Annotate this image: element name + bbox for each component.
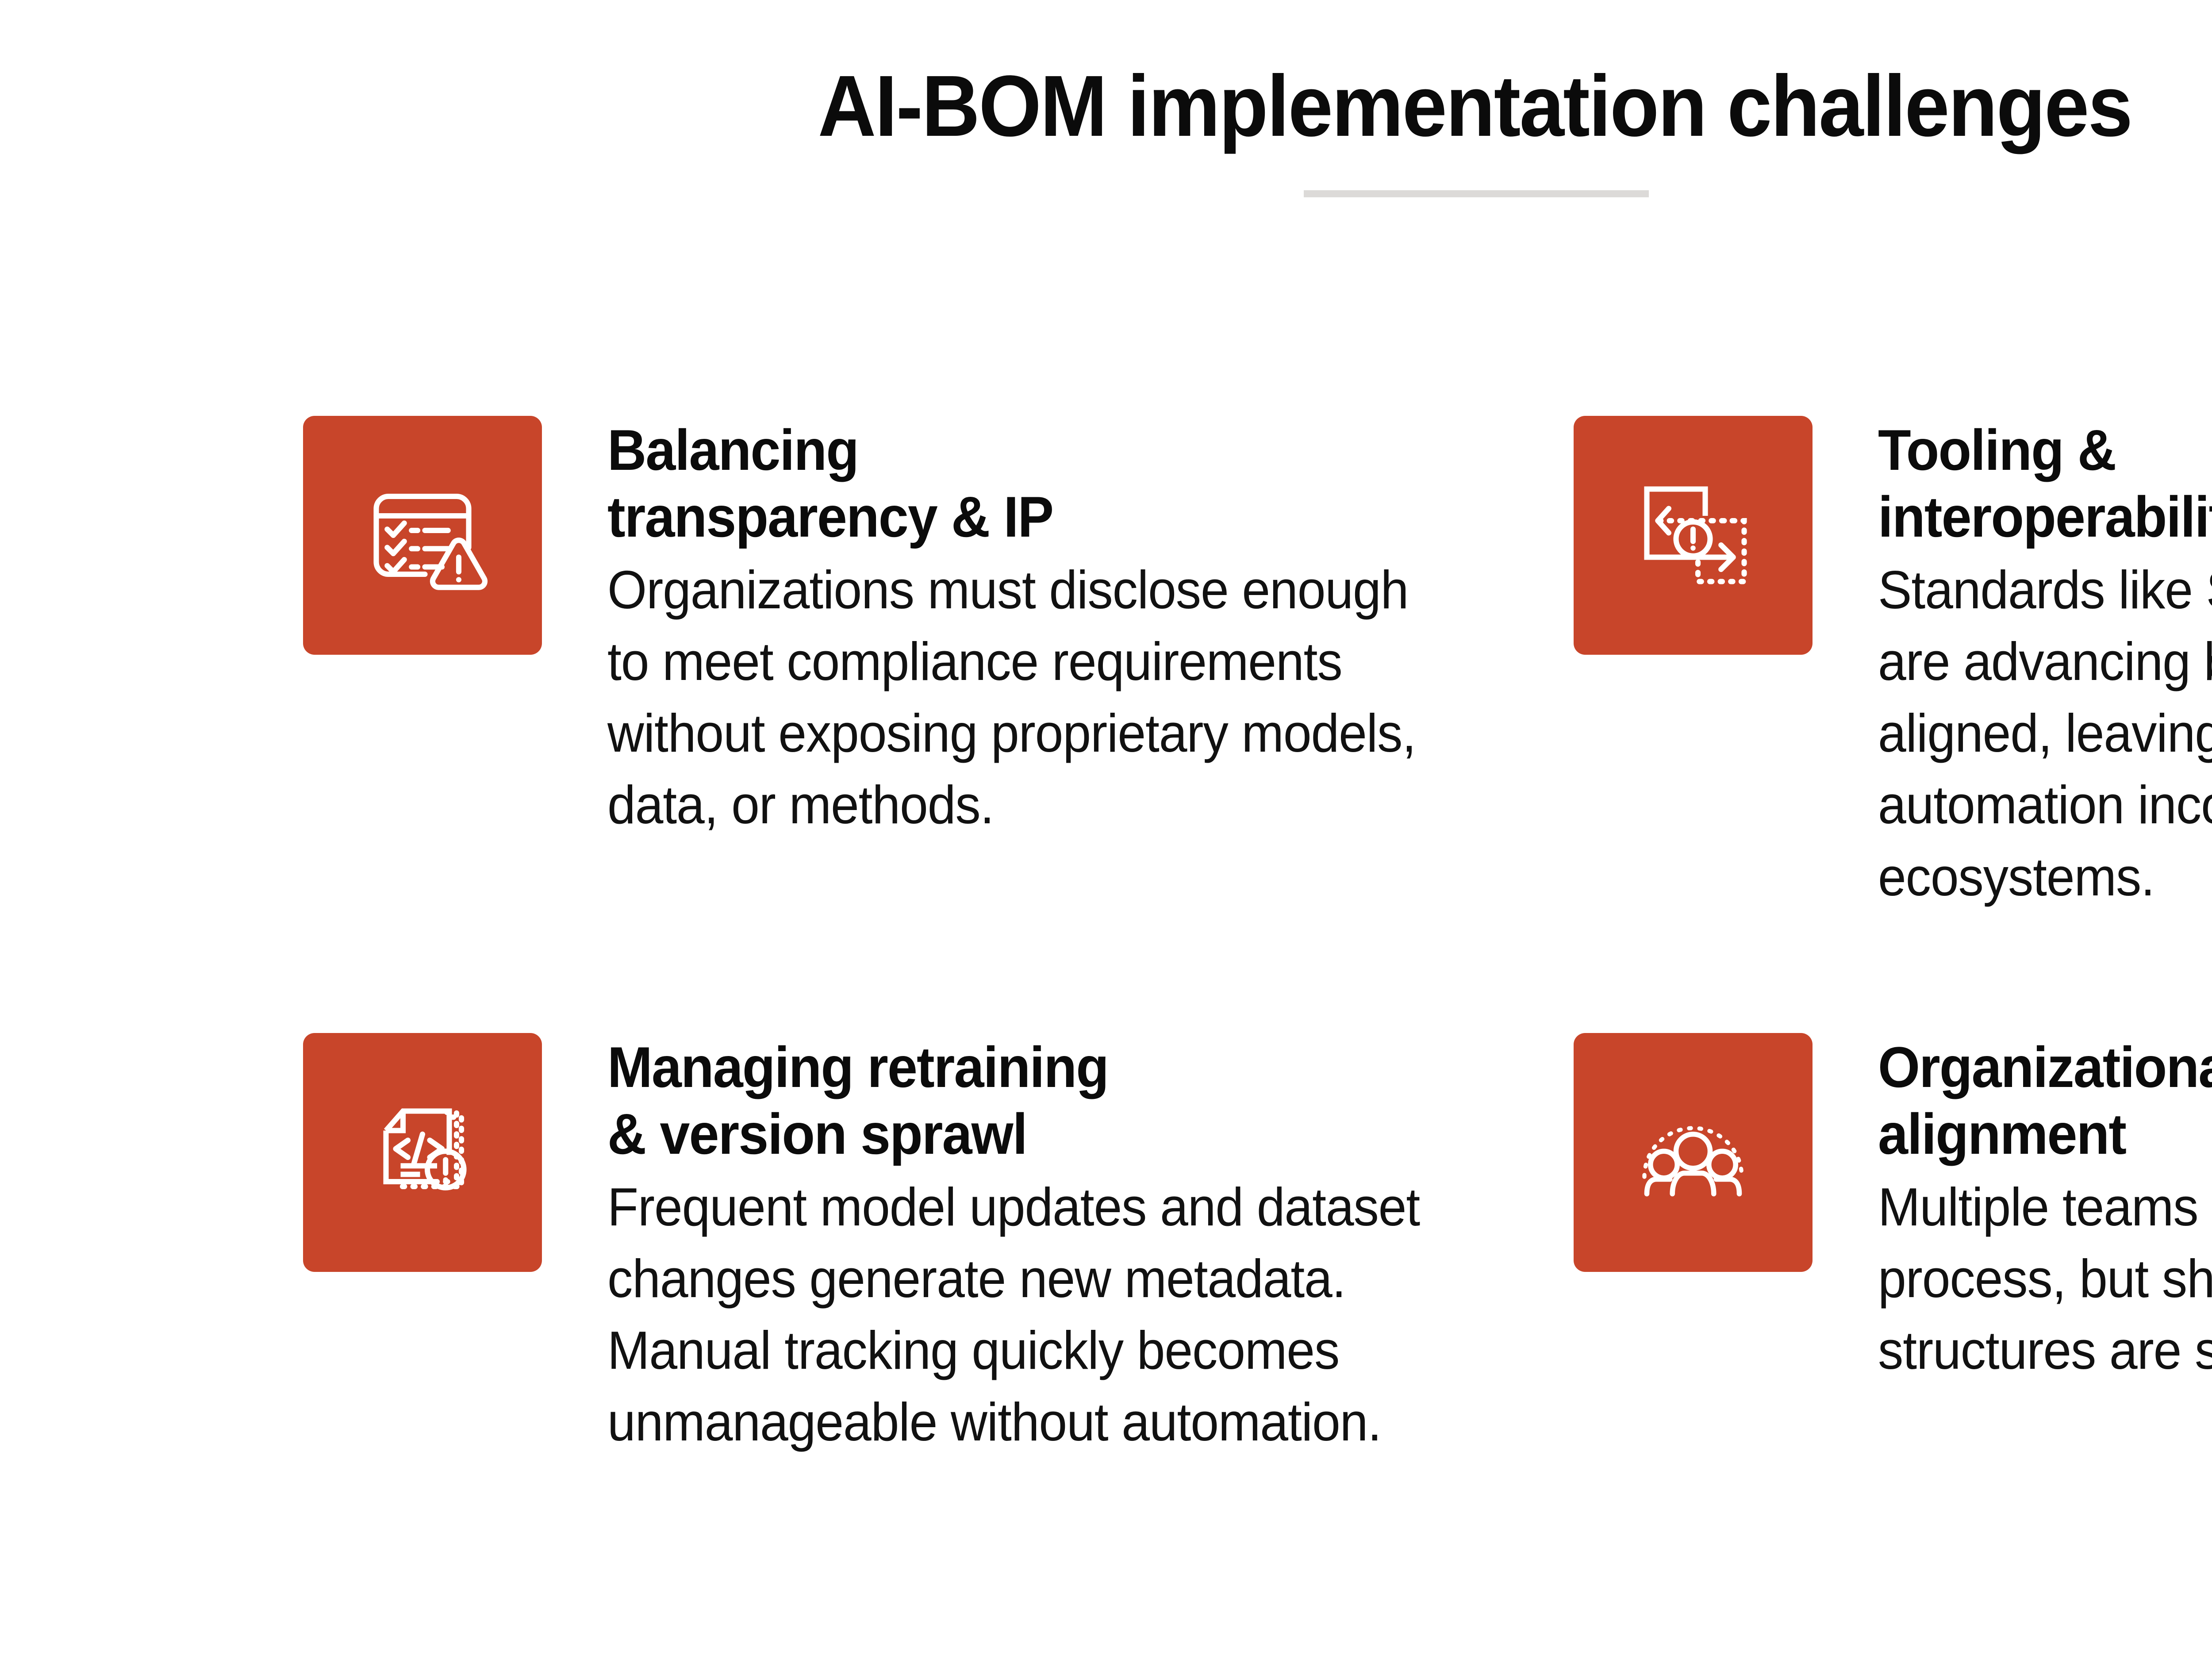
code-document-versions-warning-icon	[349, 1079, 495, 1225]
people-group-icon-tile	[1574, 1033, 1813, 1272]
challenges-grid: Balancing transparency & IP Organization…	[303, 416, 2212, 1458]
challenge-card-organizational-alignment: Organizational alignment Multiple teams …	[1574, 1033, 2212, 1458]
card-heading: Organizational alignment	[1878, 1035, 2212, 1166]
people-group-alignment-icon	[1620, 1079, 1766, 1225]
card-heading: Balancing transparency & IP	[607, 418, 1054, 549]
challenge-card-tooling-interoperability: Tooling & interoperability gaps Standard…	[1574, 416, 2212, 1033]
card-body: Standards like SPDX and CycloneDX are ad…	[1878, 559, 2212, 907]
checklist-warning-icon	[349, 462, 495, 608]
code-document-icon-tile	[303, 1033, 542, 1272]
card-text-block: Organizational alignment Multiple teams …	[1878, 1033, 2212, 1386]
card-body: Multiple teams own pieces of the process…	[1878, 1176, 2212, 1381]
card-heading: Tooling & interoperability gaps	[1878, 418, 2212, 549]
card-body: Organizations must disclose enough to me…	[607, 559, 1416, 835]
title-divider	[1304, 190, 1649, 197]
interoperability-exchange-warning-icon	[1620, 462, 1766, 608]
challenge-card-managing-retraining: Managing retraining & version sprawl Fre…	[303, 1033, 1574, 1458]
interoperability-icon-tile	[1574, 416, 1813, 655]
card-text-block: Managing retraining & version sprawl Fre…	[607, 1033, 1435, 1458]
card-text-block: Tooling & interoperability gaps Standard…	[1878, 416, 2212, 913]
card-text-block: Balancing transparency & IP Organization…	[607, 416, 1435, 841]
challenge-card-balancing-transparency: Balancing transparency & IP Organization…	[303, 416, 1574, 1033]
page-title: AI-BOM implementation challenges	[818, 58, 2133, 154]
page-header: AI-BOM implementation challenges	[0, 62, 2212, 150]
checklist-warning-icon-tile	[303, 416, 542, 655]
card-body: Frequent model updates and dataset chang…	[607, 1176, 1420, 1452]
card-heading: Managing retraining & version sprawl	[607, 1035, 1109, 1166]
